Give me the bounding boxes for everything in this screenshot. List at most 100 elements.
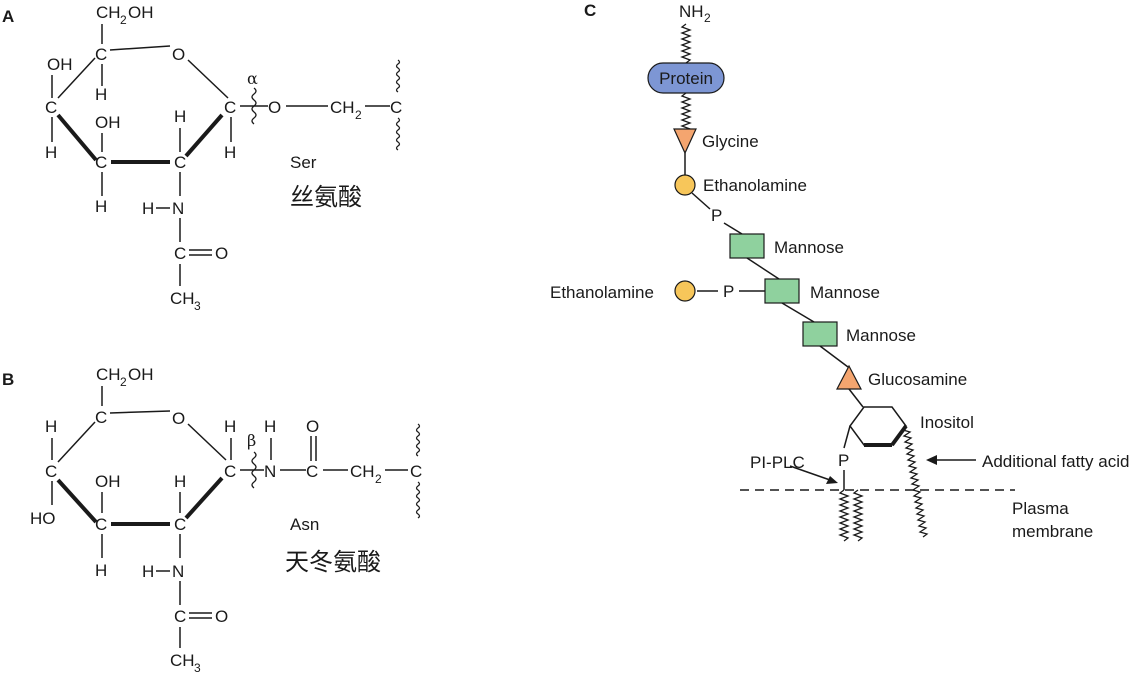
c-protein-label: Protein bbox=[659, 69, 713, 88]
c-lipid-chain-1 bbox=[838, 489, 850, 542]
panel-c-label: C bbox=[584, 1, 596, 20]
c-p-2: P bbox=[723, 282, 734, 301]
b-residue-cn: 天冬氨酸 bbox=[285, 548, 381, 576]
c-bond bbox=[843, 425, 851, 449]
a-c5: C bbox=[95, 45, 107, 64]
b-h3: H bbox=[95, 561, 107, 580]
a-link-o: O bbox=[268, 98, 281, 117]
c-pi-plc-arrowhead bbox=[826, 476, 838, 484]
c-mannose-square-3 bbox=[802, 321, 838, 347]
b-beta: β bbox=[247, 431, 256, 450]
a-wavy-backbone-bottom bbox=[395, 117, 401, 151]
c-ethanolamine-circle-1 bbox=[674, 174, 696, 196]
b-bond bbox=[109, 410, 171, 414]
b-co-o-amide: O bbox=[306, 417, 319, 436]
c-bond bbox=[691, 192, 711, 210]
c-lipid-chain-2 bbox=[852, 489, 864, 542]
c-bond bbox=[723, 222, 743, 235]
b-h-amide: H bbox=[264, 417, 276, 436]
a-alpha: α bbox=[247, 69, 258, 88]
panel-a-label: A bbox=[2, 7, 14, 26]
c-mannose-label-1: Mannose bbox=[774, 238, 844, 257]
c-mannose-square-1 bbox=[729, 233, 765, 259]
a-residue-cn: 丝氨酸 bbox=[290, 183, 362, 211]
b-c1: C bbox=[224, 462, 236, 481]
c-additional-fatty-acid-label: Additional fatty acid bbox=[982, 452, 1129, 471]
a-h4: H bbox=[45, 143, 57, 162]
b-ch3-3: 3 bbox=[194, 661, 201, 675]
c-pi-plc-arrow-line bbox=[789, 465, 831, 481]
b-ho-left: HO bbox=[30, 509, 56, 528]
b-c-asn: C bbox=[410, 462, 422, 481]
a-ch2oh-oh: OH bbox=[128, 3, 154, 22]
a-c-carbonyl: C bbox=[174, 244, 186, 263]
a-oh-left: OH bbox=[47, 55, 73, 74]
c-ethanolamine-circle-2 bbox=[674, 280, 696, 302]
b-wavy-backbone-bottom bbox=[415, 481, 421, 519]
c-pi-plc-label: PI-PLC bbox=[750, 453, 805, 472]
c-bond bbox=[819, 345, 849, 368]
a-co-o: O bbox=[215, 244, 228, 263]
b-c3: C bbox=[95, 515, 107, 534]
a-bond bbox=[187, 59, 229, 99]
b-c2: C bbox=[174, 515, 186, 534]
b-ch2oh-2: 2 bbox=[120, 375, 127, 389]
panel-b: B CH 2 OH C O H C HO OH C H H C H C β H bbox=[2, 365, 422, 675]
panel-a: A CH 2 OH C O OH H C H OH C H H C C H α bbox=[2, 3, 402, 313]
a-h5: H bbox=[95, 85, 107, 104]
c-bond bbox=[781, 302, 815, 323]
a-residue-en: Ser bbox=[290, 153, 317, 172]
b-ch3-ch: CH bbox=[170, 651, 195, 670]
c-mannose-square-2 bbox=[764, 278, 800, 304]
a-bond bbox=[57, 57, 96, 99]
a-c1: C bbox=[224, 98, 236, 117]
b-c5: C bbox=[95, 408, 107, 427]
b-c-carbonyl: C bbox=[174, 607, 186, 626]
b-ch2oh-oh: OH bbox=[128, 365, 154, 384]
a-c-ser: C bbox=[390, 98, 402, 117]
a-oh-mid: OH bbox=[95, 113, 121, 132]
a-wavy-backbone-top bbox=[395, 59, 401, 93]
c-inositol-label: Inositol bbox=[920, 413, 974, 432]
b-c4: C bbox=[45, 462, 57, 481]
c-ethanolamine-label-1: Ethanolamine bbox=[703, 176, 807, 195]
a-c4: C bbox=[45, 98, 57, 117]
a-ch2-2: 2 bbox=[355, 108, 362, 122]
panel-c: C NH 2 Protein Glycine Ethanolamine P Ma… bbox=[550, 1, 1129, 542]
b-h-left: H bbox=[45, 417, 57, 436]
c-membrane-label: membrane bbox=[1012, 522, 1093, 541]
c-zigzag-mid bbox=[680, 92, 692, 133]
a-ch3-ch: CH bbox=[170, 289, 195, 308]
c-glucosamine-label: Glucosamine bbox=[868, 370, 967, 389]
b-wavy-backbone-top bbox=[415, 423, 421, 457]
c-p-1: P bbox=[711, 206, 722, 225]
a-ch2oh-2: 2 bbox=[120, 13, 127, 27]
b-bond bbox=[187, 423, 227, 461]
a-ring-o: O bbox=[172, 45, 185, 64]
c-mannose-label-2: Mannose bbox=[810, 283, 880, 302]
c-bond bbox=[746, 257, 780, 280]
c-p-3: P bbox=[838, 451, 849, 470]
c-glycine-label: Glycine bbox=[702, 132, 759, 151]
b-bond-bold bbox=[56, 478, 98, 524]
c-zigzag-top bbox=[680, 23, 692, 64]
b-bond-bold bbox=[184, 476, 224, 520]
a-bond-bold bbox=[184, 113, 224, 158]
a-h1: H bbox=[224, 143, 236, 162]
c-bond bbox=[848, 388, 864, 408]
b-bond bbox=[57, 421, 96, 463]
b-h2: H bbox=[174, 472, 186, 491]
a-n: N bbox=[172, 199, 184, 218]
a-ch2oh-ch: CH bbox=[96, 3, 121, 22]
a-bond bbox=[109, 45, 171, 51]
c-plasma-label: Plasma bbox=[1012, 499, 1069, 518]
panel-b-label: B bbox=[2, 370, 14, 389]
b-ch2-2: 2 bbox=[375, 472, 382, 486]
c-fatty-acid-arrowhead bbox=[926, 455, 937, 465]
a-ch3-3: 3 bbox=[194, 299, 201, 313]
a-c2: C bbox=[174, 153, 186, 172]
b-residue-en: Asn bbox=[290, 515, 319, 534]
c-nh2-nh: NH bbox=[679, 2, 704, 21]
b-c-amide: C bbox=[306, 462, 318, 481]
